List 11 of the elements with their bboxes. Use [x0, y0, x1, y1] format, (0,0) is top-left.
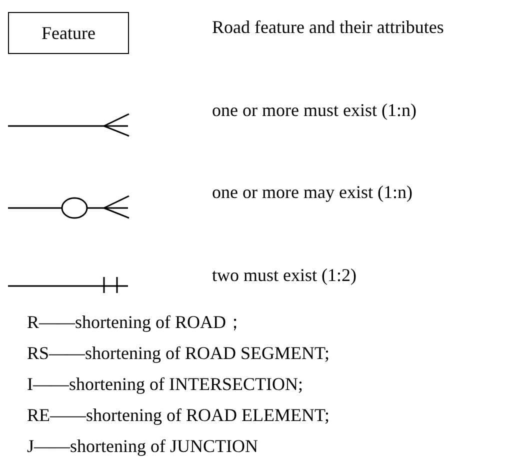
description-text: Road feature and their attributes — [212, 17, 444, 37]
abbreviation-note: J——shortening of JUNCTION — [27, 436, 258, 456]
entity-box — [8, 12, 129, 54]
abbreviation-note: I——shortening of INTERSECTION; — [27, 374, 303, 394]
abbreviation-note: RE——shortening of ROAD ELEMENT; — [27, 405, 330, 425]
legend-text: one or more may exist (1:n) — [212, 182, 412, 202]
legend-text: two must exist (1:2) — [212, 265, 356, 285]
entity-name: Feature — [42, 22, 96, 44]
legend-text: one or more must exist (1:n) — [212, 100, 416, 120]
abbreviation-note: R——shortening of ROAD； — [27, 312, 244, 332]
abbreviation-note: RS——shortening of ROAD SEGMENT; — [27, 343, 330, 363]
